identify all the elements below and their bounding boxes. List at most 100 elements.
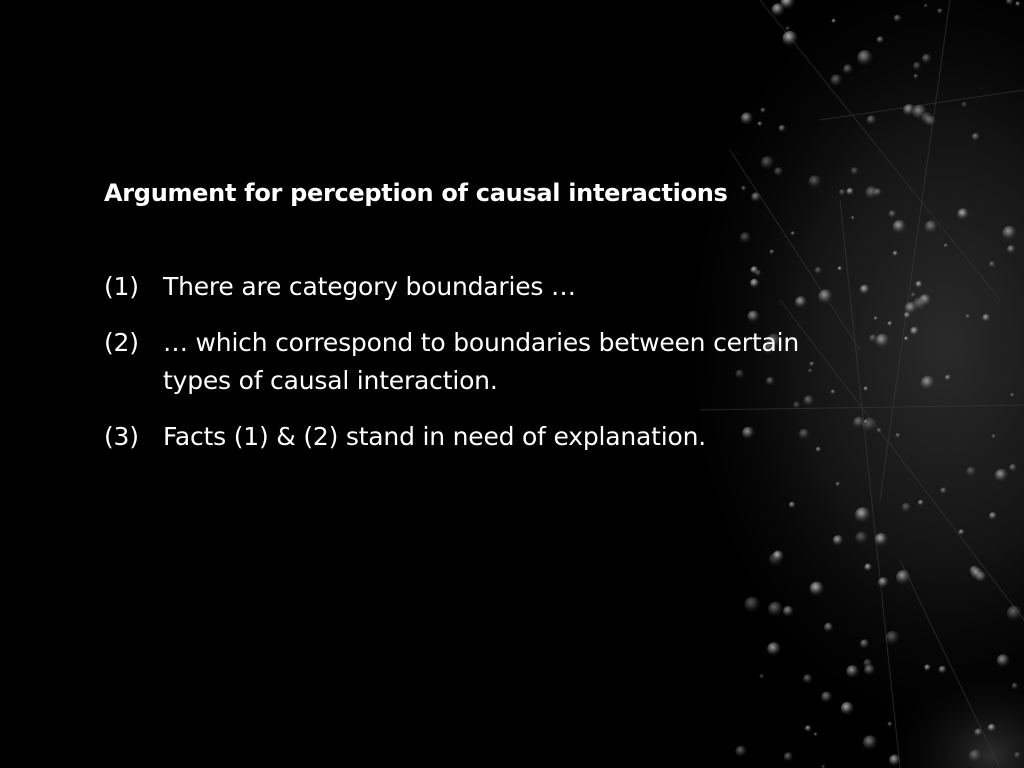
dewdrop — [912, 104, 928, 120]
argument-point-1: (1) There are category boundaries … — [104, 268, 804, 306]
dewdrop — [760, 107, 767, 114]
slide-content: Argument for perception of causal intera… — [104, 176, 804, 474]
dewdrop — [835, 481, 841, 487]
point-number: (1) — [104, 272, 139, 301]
dewdrop — [865, 186, 879, 200]
dewdrop — [887, 321, 893, 327]
dewdrop — [838, 189, 846, 196]
dewdrop — [762, 341, 776, 355]
dewdrop — [862, 735, 878, 750]
web-strand — [879, 0, 951, 501]
dewdrop — [958, 529, 965, 536]
dewdrop — [809, 361, 815, 367]
point-number: (3) — [104, 422, 139, 451]
dewdrop — [815, 446, 822, 453]
dewdrop — [1015, 1, 1021, 7]
dewdrop — [944, 374, 952, 382]
dewdrop — [1010, 392, 1015, 398]
dewdrop — [1006, 245, 1016, 255]
dewdrop — [1011, 682, 1019, 690]
dewdrop — [785, 26, 791, 32]
dewdrop — [751, 192, 762, 203]
dewdrop — [910, 292, 916, 298]
dewdrop — [846, 665, 859, 678]
dewdrop — [1009, 463, 1018, 472]
argument-point-3: (3) Facts (1) & (2) stand in need of exp… — [104, 418, 804, 456]
dewdrop — [773, 167, 784, 177]
dewdrop — [735, 745, 747, 758]
argument-point-2: (2) … which correspond to boundaries bet… — [104, 324, 804, 400]
dewdrop — [892, 220, 907, 234]
dewdrop — [757, 121, 763, 127]
dewdrop — [909, 326, 920, 337]
dewdrop — [938, 665, 947, 674]
dewdrop — [961, 101, 968, 108]
dewdrop — [864, 563, 873, 572]
web-strand — [759, 0, 1001, 301]
dewdrop — [759, 674, 765, 680]
dewdrop — [966, 466, 977, 477]
dewdrop — [859, 284, 870, 295]
argument-list: (1) There are category boundaries … (2) … — [104, 268, 804, 456]
dewdrop — [740, 112, 754, 125]
dewdrop — [971, 567, 984, 580]
dewdrop — [840, 701, 854, 715]
dewdrop — [855, 531, 869, 545]
dewdrop — [1013, 751, 1022, 760]
dewdrop — [869, 334, 878, 343]
dewdrop — [818, 289, 833, 305]
dewdrop — [924, 220, 939, 234]
dewdrop — [1005, 0, 1014, 6]
dewdrop — [857, 50, 873, 66]
dewdrop — [792, 401, 801, 410]
dewdrop — [850, 216, 855, 220]
dewdrop — [901, 502, 912, 513]
web-strand — [819, 89, 1024, 121]
dewdrop — [994, 468, 1009, 483]
dewdrop — [788, 501, 796, 509]
web-strand — [729, 149, 861, 351]
dewdrop — [808, 368, 813, 374]
dewdrop — [795, 296, 808, 309]
dewdrop — [747, 310, 760, 323]
dewdrop — [957, 208, 970, 221]
dewdrop — [913, 73, 919, 79]
dewdrop — [974, 728, 983, 737]
dewdrop — [798, 428, 811, 441]
dewdrop — [850, 167, 860, 176]
dewdrop — [877, 577, 889, 589]
point-text: … which correspond to boundaries between… — [163, 328, 799, 395]
dewdrop — [842, 64, 854, 75]
dewdrop — [987, 723, 997, 733]
dewdrop — [821, 691, 833, 703]
dewdrop — [803, 395, 815, 407]
dewdrop — [968, 749, 983, 763]
dewdrop — [772, 550, 784, 562]
dewdrop — [912, 297, 927, 312]
dewdrop — [873, 316, 878, 321]
dewdrop — [741, 185, 747, 192]
dewdrop — [808, 175, 822, 189]
dewdrop — [866, 115, 877, 126]
dewdrop — [903, 336, 909, 342]
dewdrop — [874, 533, 888, 547]
dewdrop — [924, 664, 931, 672]
dewdrop — [771, 3, 785, 17]
dewdrop — [888, 210, 897, 219]
dewdrop — [814, 266, 823, 275]
dewdrop — [846, 187, 855, 196]
point-text: There are category boundaries … — [163, 272, 576, 301]
dewdrop — [991, 434, 997, 439]
dewdrop — [803, 674, 813, 684]
dewdrop — [940, 487, 948, 495]
dewdrop — [892, 250, 899, 257]
dewdrop — [893, 14, 902, 23]
dewdrop — [885, 630, 900, 646]
dewdrop — [876, 428, 882, 434]
dewdrop — [895, 432, 901, 439]
dewdrop — [769, 249, 775, 255]
dewdrop — [813, 732, 818, 737]
dewdrop — [765, 376, 775, 386]
